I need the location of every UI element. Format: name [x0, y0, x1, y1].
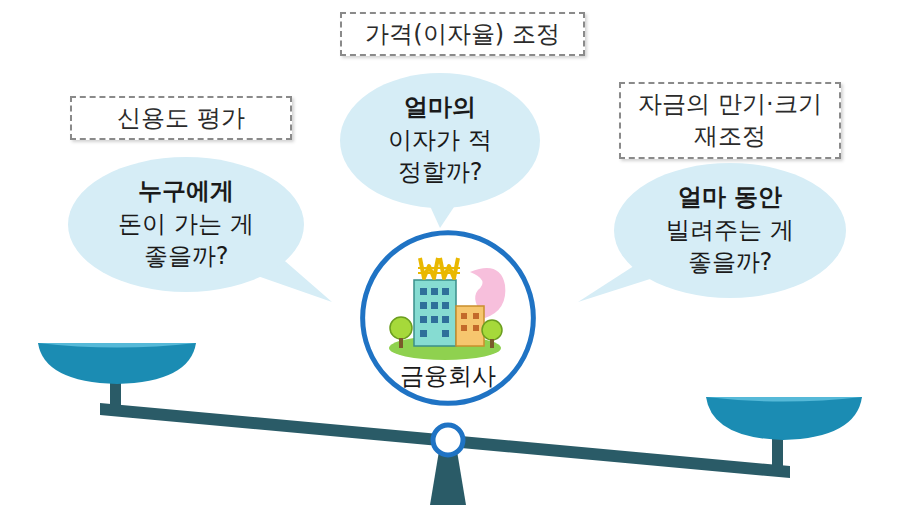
speech-bubble: 누구에게돈이 가는 게 좋을까? [68, 157, 304, 292]
node-text: 자금의 만기·크기 재조정 [635, 88, 825, 153]
node-text: 이자가 적정할까? [378, 124, 502, 189]
bubble-heading: 얼마의 [404, 91, 476, 123]
scale-pan-rim [706, 397, 862, 402]
dashed-note-box: 자금의 만기·크기 재조정 [619, 82, 841, 159]
bubble-heading: 얼마 동안 [678, 181, 782, 213]
speech-bubble: 얼마의이자가 적정할까? [340, 73, 540, 208]
circle-ground [362, 232, 534, 404]
building-icon [389, 258, 505, 360]
speech-bubble: 얼마 동안빌려주는 게 좋을까? [614, 163, 846, 298]
bubble-heading: 누구에게 [138, 175, 234, 207]
node-text: 신용도 평가 [117, 102, 245, 134]
node-text: 돈이 가는 게 좋을까? [113, 208, 259, 273]
dashed-note-box: 가격(이자율) 조정 [340, 12, 585, 56]
node-text: 금융회사 [400, 360, 496, 392]
node-text: 가격(이자율) 조정 [365, 18, 559, 50]
scale-pan-rim [38, 343, 196, 348]
scale-pan [38, 343, 196, 384]
dashed-note-box: 신용도 평가 [70, 96, 292, 140]
node-text: 빌려주는 게 좋을까? [658, 214, 802, 279]
scale-pivot [433, 425, 463, 455]
company-circle: 금융회사 [360, 230, 536, 406]
scale-pan [706, 397, 862, 440]
